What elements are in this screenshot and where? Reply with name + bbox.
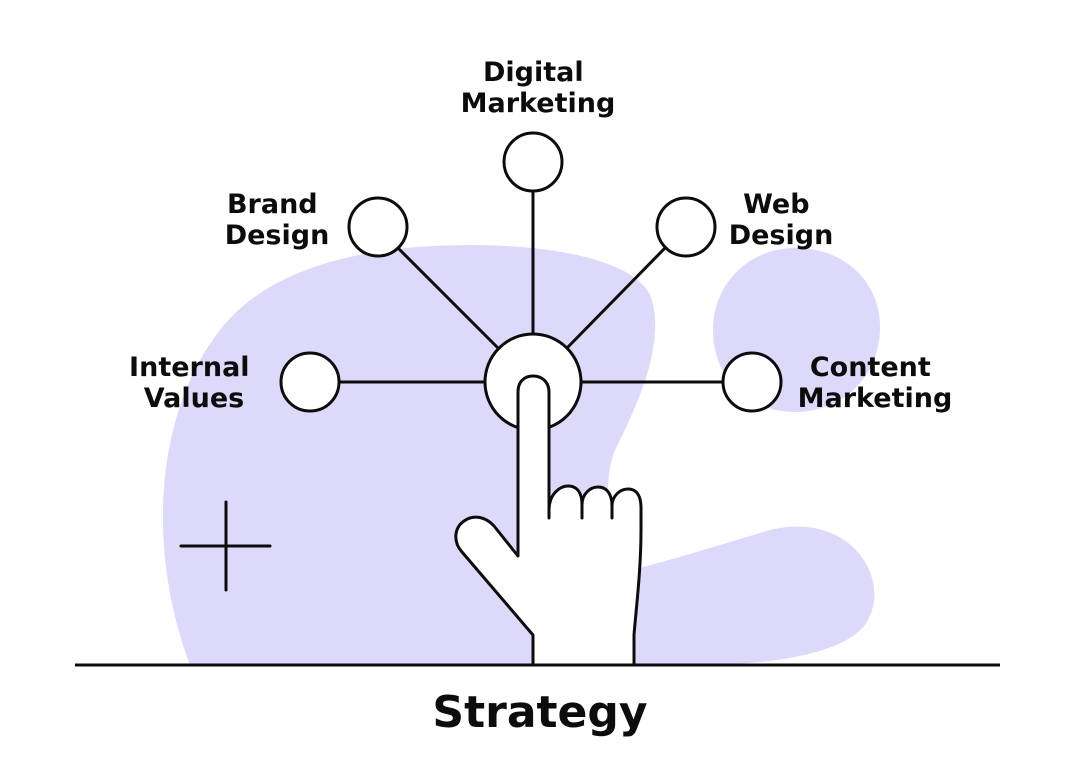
connector-lines — [338, 188, 725, 384]
label-digital-marketing-line-1: Digital — [483, 57, 584, 88]
plus-sparkle-icon — [179, 500, 272, 592]
node-digital-marketing[interactable] — [502, 131, 564, 193]
label-internal-values-line-2: Values — [144, 383, 245, 414]
label-content-marketing-line-2: Marketing — [798, 383, 953, 414]
pointing-hand-icon — [454, 374, 643, 667]
node-content-marketing[interactable] — [721, 351, 783, 413]
label-web-design: Web Design — [729, 189, 834, 251]
label-digital-marketing-line-2: Marketing — [461, 88, 616, 119]
label-web-design-line-1: Web — [743, 189, 809, 220]
connector-brand-design — [396, 246, 500, 350]
label-content-marketing-line-1: Content — [810, 352, 931, 383]
node-web-design[interactable] — [655, 196, 717, 258]
label-brand-design-line-1: Brand — [227, 189, 318, 220]
label-digital-marketing: Digital Marketing — [461, 57, 616, 119]
label-internal-values: Internal Values — [129, 352, 259, 414]
label-content-marketing: Content Marketing — [798, 352, 953, 414]
diagram-title: Strategy — [432, 687, 647, 738]
label-brand-design-line-2: Design — [225, 220, 330, 251]
label-web-design-line-2: Design — [729, 220, 834, 251]
label-internal-values-line-1: Internal — [129, 352, 250, 383]
connector-web-design — [565, 246, 667, 350]
node-brand-design[interactable] — [347, 196, 409, 258]
label-brand-design: Brand Design — [225, 189, 330, 251]
node-internal-values[interactable] — [279, 351, 341, 413]
